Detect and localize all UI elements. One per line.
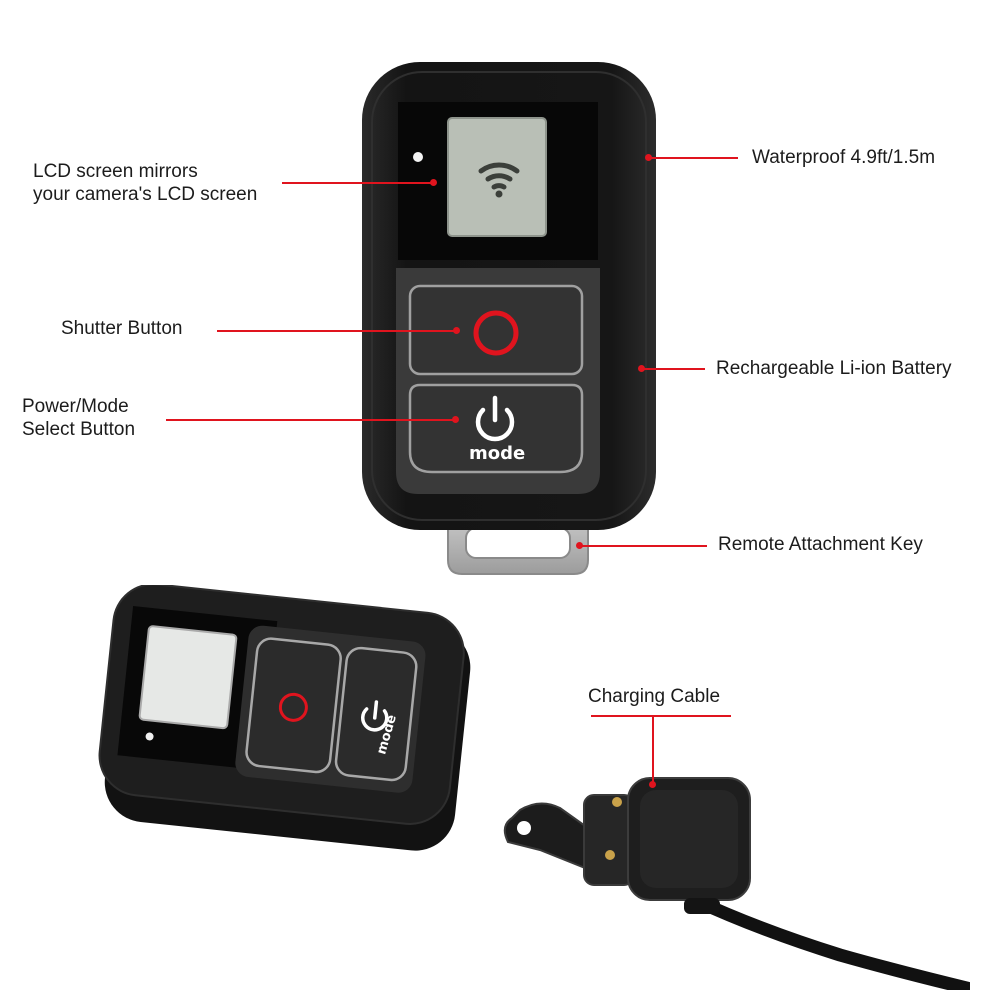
leader-shutter	[217, 330, 455, 332]
callout-lcd-line-2: your camera's LCD screen	[33, 184, 258, 205]
leader-dot-attachment-key	[576, 542, 583, 549]
mode-label: mode	[469, 443, 526, 464]
callout-lcd-screen: LCD screen mirrors your camera's LCD scr…	[33, 160, 257, 206]
led-indicator	[413, 152, 423, 162]
remote-front-illustration	[362, 62, 656, 575]
shutter-button-angled[interactable]	[245, 637, 342, 774]
callout-waterproof: Waterproof 4.9ft/1.5m	[752, 147, 936, 168]
callout-power-line-1: Power/Mode	[22, 396, 129, 417]
shutter-ring-icon-angled	[278, 692, 308, 722]
power-mode-button[interactable]	[408, 383, 584, 474]
shutter-ring-icon	[473, 310, 519, 356]
leader-dot-lcd	[430, 179, 437, 186]
wifi-icon	[478, 162, 520, 190]
leader-battery	[643, 368, 705, 370]
callout-power-line-2: Select Button	[22, 419, 136, 440]
leader-charging-cable-v	[652, 715, 654, 783]
leader-dot-waterproof	[645, 154, 652, 161]
callout-shutter-button: Shutter Button	[61, 318, 183, 339]
callout-battery: Rechargeable Li-ion Battery	[716, 358, 952, 379]
leader-dot-shutter	[453, 327, 460, 334]
leader-charging-cable-h	[591, 715, 731, 717]
leader-power-mode	[166, 419, 454, 421]
callout-power-mode-button: Power/Mode Select Button	[22, 395, 135, 441]
leader-dot-power	[452, 416, 459, 423]
power-icon	[475, 395, 515, 442]
leader-waterproof	[650, 157, 738, 159]
charging-cable-illustration	[503, 777, 970, 990]
lcd-screen-angled	[138, 625, 238, 730]
charging-pin	[605, 850, 615, 860]
leader-attachment-key	[581, 545, 707, 547]
remote-angled-illustration: mode	[98, 585, 471, 851]
callout-lcd-line-1: LCD screen mirrors	[33, 161, 198, 182]
leader-lcd-screen	[282, 182, 432, 184]
leader-dot-battery	[638, 365, 645, 372]
charging-pin	[612, 797, 622, 807]
leader-dot-charging-cable	[649, 781, 656, 788]
callout-attachment-key: Remote Attachment Key	[718, 534, 923, 555]
power-icon-angled	[361, 700, 389, 732]
cable	[688, 893, 970, 990]
callout-charging-cable: Charging Cable	[588, 686, 721, 707]
